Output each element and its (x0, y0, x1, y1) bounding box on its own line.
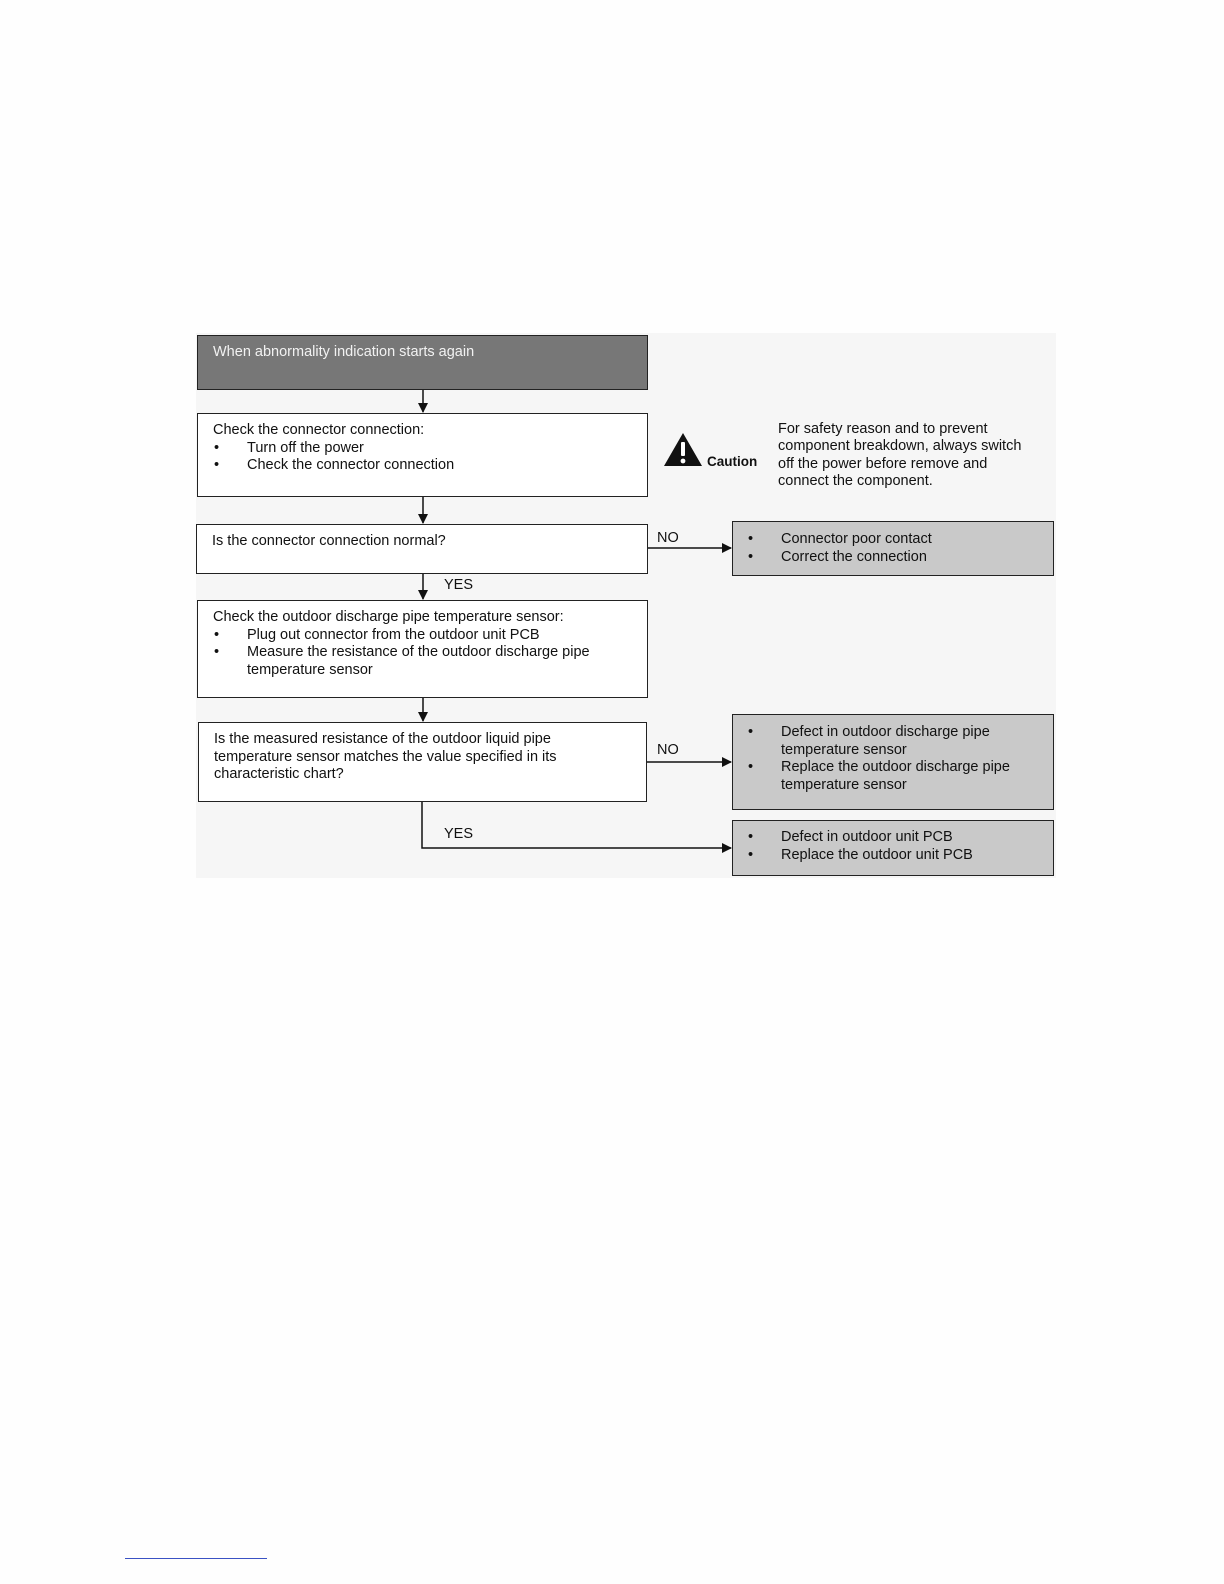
list-item: Connector poor contact (747, 531, 1043, 549)
question-connector-text: Is the connector connection normal? (212, 533, 446, 549)
start-node-text: When abnormality indication starts again (213, 344, 475, 360)
list-item: Correct the connection (747, 549, 1043, 567)
warning-triangle-icon (664, 433, 702, 466)
edge-label-no: NO (657, 530, 679, 546)
list-item: Replace the outdoor unit PCB (747, 847, 1043, 865)
list-item: Defect in outdoor unit PCB (747, 829, 1043, 847)
edge-label-yes: YES (444, 577, 474, 593)
list-item: Turn off the power (213, 440, 637, 458)
list-item: Defect in outdoor discharge pipe tempera… (747, 724, 1033, 759)
arrow-resistance-yes (421, 801, 732, 853)
list-item: Check the connector connection (213, 457, 637, 475)
result-sensor-defect: Defect in outdoor discharge pipe tempera… (732, 714, 1054, 810)
edge-label-no: NO (657, 742, 679, 758)
result-poor-contact: Connector poor contact Correct the conne… (732, 521, 1054, 576)
result-pcb-defect: Defect in outdoor unit PCB Replace the o… (732, 820, 1054, 876)
check-connector-title: Check the connector connection: (213, 422, 425, 438)
footnote-rule (125, 1558, 267, 1559)
list-item: Replace the outdoor discharge pipe tempe… (747, 759, 1033, 794)
caution-label: Caution (707, 454, 758, 469)
question-resistance: Is the measured resistance of the outdoo… (198, 722, 647, 802)
list-item: Measure the resistance of the outdoor di… (213, 644, 607, 679)
check-sensor-title: Check the outdoor discharge pipe tempera… (213, 609, 564, 625)
question-connector-normal: Is the connector connection normal? (196, 524, 648, 574)
caution-note: For safety reason and to prevent compone… (778, 421, 1022, 489)
start-node: When abnormality indication starts again (197, 335, 648, 390)
list-item: Plug out connector from the outdoor unit… (213, 627, 607, 645)
check-sensor-node: Check the outdoor discharge pipe tempera… (197, 600, 648, 698)
caution-badge: Caution (663, 432, 763, 469)
question-resistance-text: Is the measured resistance of the outdoo… (214, 731, 557, 782)
check-connector-node: Check the connector connection: Turn off… (197, 413, 648, 497)
edge-label-yes: YES (444, 826, 474, 842)
